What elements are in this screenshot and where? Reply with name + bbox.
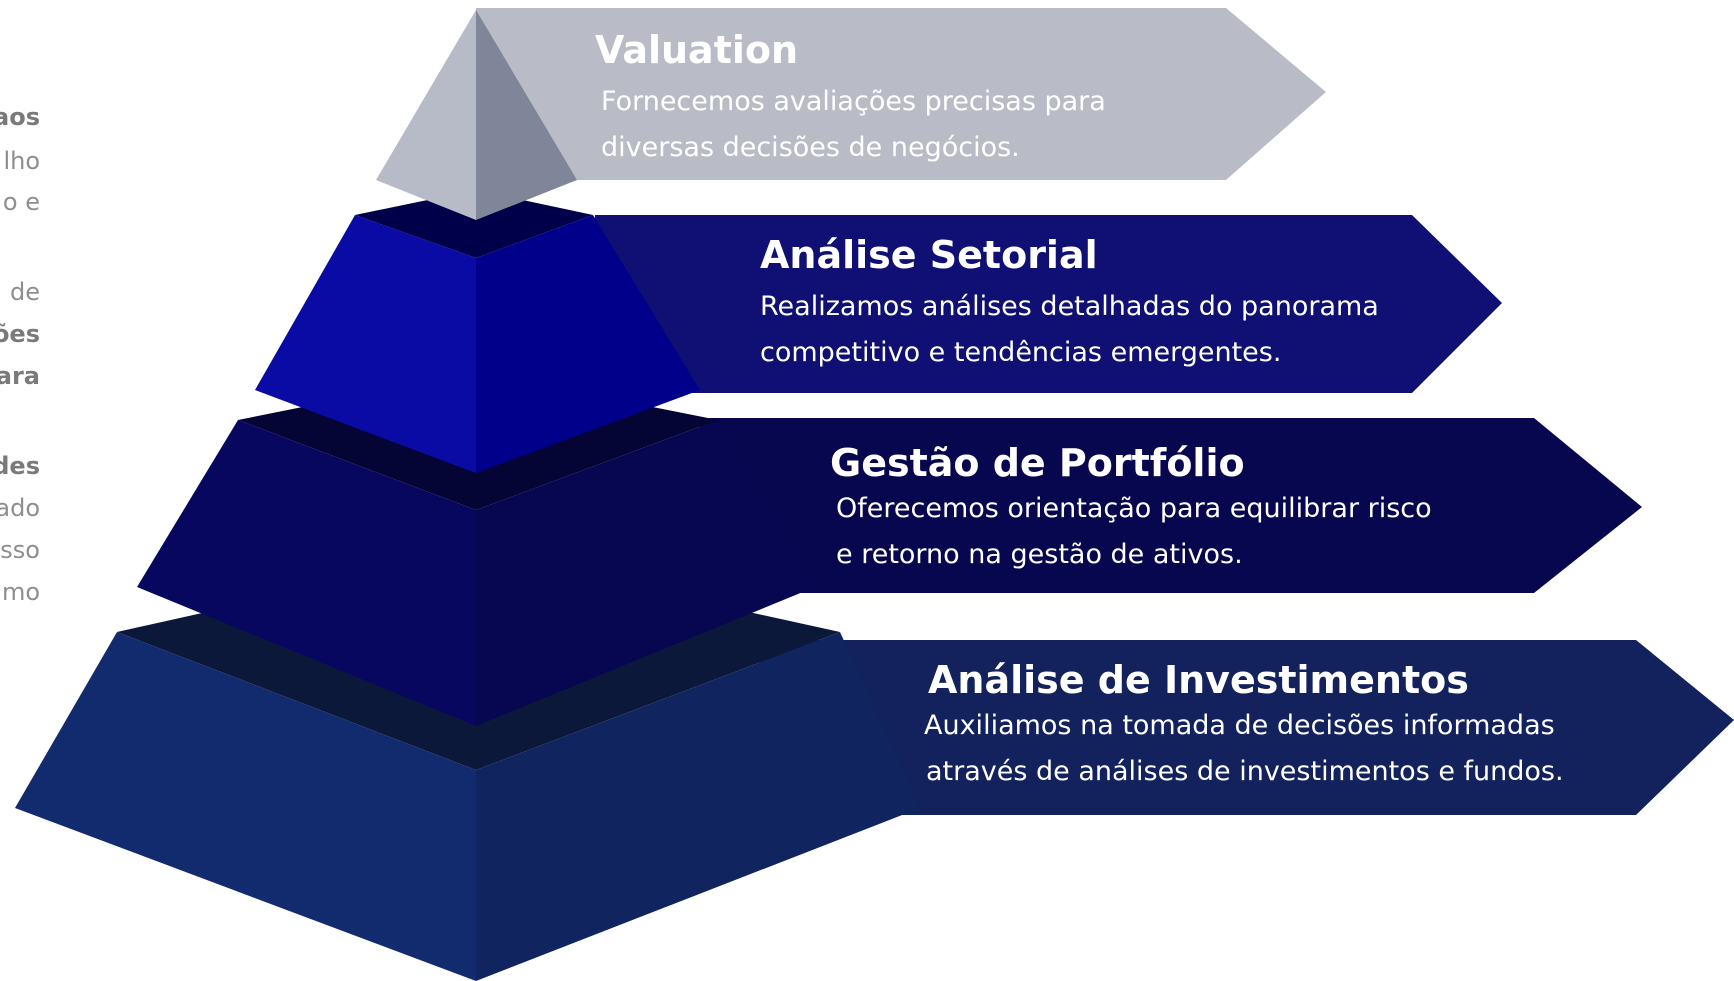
tier4-banner (760, 640, 1734, 815)
tier4-title: Análise de Investimentos (928, 658, 1469, 702)
tier3-description-line1: Oferecemos orientação para equilibrar ri… (836, 493, 1432, 524)
cropped-side-text: aos lho o e de ões ara des ado sso mo (0, 0, 45, 981)
tier1-description-line1: Fornecemos avaliações precisas para (601, 86, 1106, 117)
tier2-ledge (355, 190, 593, 258)
tier3-description-line2: e retorno na gestão de ativos. (836, 539, 1243, 570)
tier2-face-left (255, 215, 476, 473)
tier4-text-block: Análise de Investimentos Auxiliamos na t… (924, 657, 1564, 795)
tier1-banner (476, 8, 1326, 180)
side-text-fragment: ado (0, 494, 40, 522)
side-text-fragment: lho (3, 147, 40, 175)
side-text-fragment: aos (0, 103, 40, 131)
tier4-face-right (476, 632, 920, 981)
tier1-text-block: Valuation Fornecemos avaliações precisas… (595, 27, 1106, 171)
tier3-text-block: Gestão de Portfólio Oferecemos orientaçã… (830, 440, 1432, 578)
tier1-face-right (476, 10, 577, 220)
tier1-description-line2: diversas decisões de negócios. (601, 132, 1020, 163)
tier3-title: Gestão de Portfólio (830, 441, 1245, 485)
tier3-face-right (476, 420, 815, 726)
tier2-banner (595, 215, 1502, 393)
side-text-fragment: o e (2, 188, 40, 216)
side-text-fragment: ões (0, 320, 40, 348)
tier4-face-left (15, 632, 476, 981)
tier3-banner (700, 418, 1642, 593)
side-text-fragment: sso (0, 536, 40, 564)
tier4-description-line2: através de análises de investimentos e f… (926, 756, 1564, 787)
side-text-fragment: de (10, 278, 40, 306)
tier3-face-left (137, 420, 476, 726)
side-text-fragment: des (0, 452, 40, 480)
tier4-description-line1: Auxiliamos na tomada de decisões informa… (924, 710, 1555, 741)
tier2-text-block: Análise Setorial Realizamos análises det… (760, 232, 1379, 376)
side-text-fragment: mo (1, 578, 40, 606)
tier2-face-right (476, 215, 700, 473)
tier1-title: Valuation (595, 28, 799, 72)
side-text-fragment: ara (0, 362, 40, 390)
tier2-title: Análise Setorial (760, 233, 1098, 277)
tier2-description-line1: Realizamos análises detalhadas do panora… (760, 291, 1379, 322)
tier2-description-line2: competitivo e tendências emergentes. (760, 337, 1282, 368)
tier1-face-left (376, 10, 476, 220)
